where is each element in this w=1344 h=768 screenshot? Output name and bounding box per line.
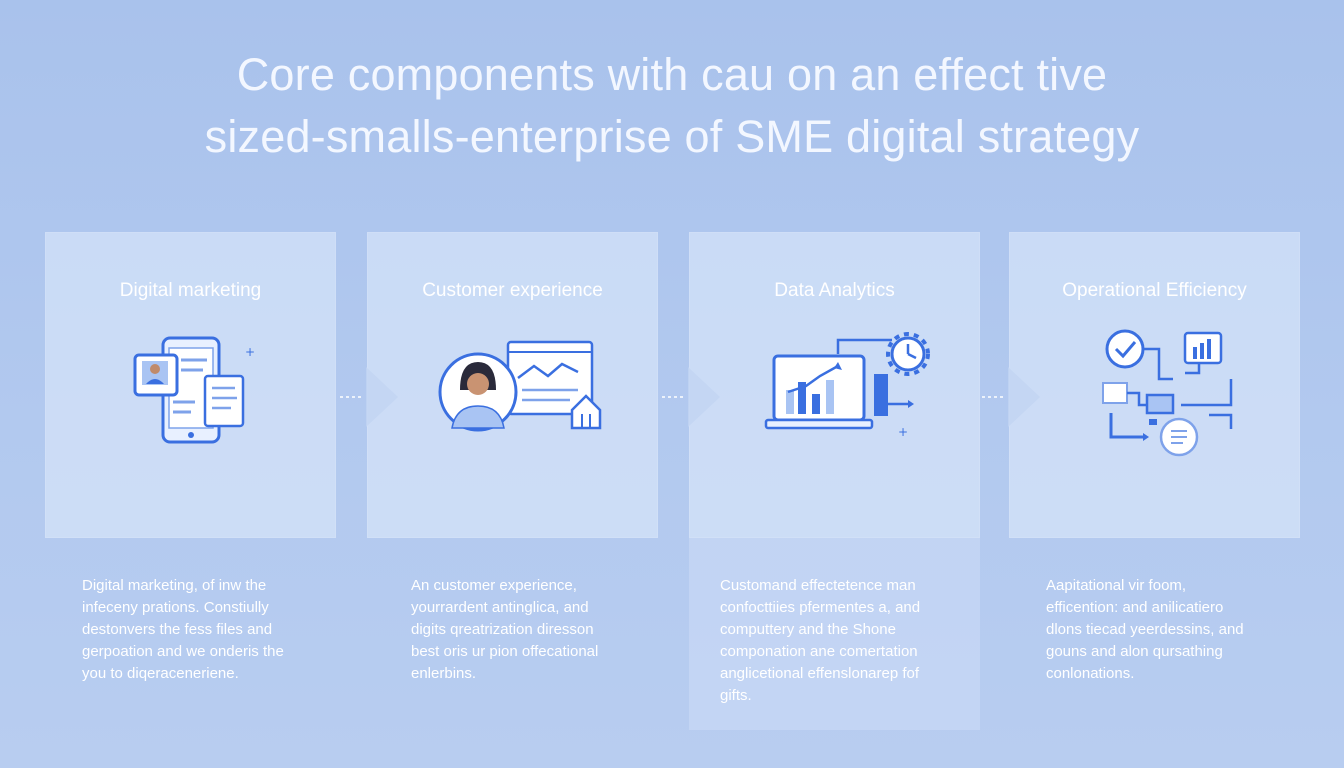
description-line: best oris ur pion offecational [411,643,599,660]
customer-avatar-with-chart-icon [438,340,602,432]
description-line: An customer experience, [411,577,577,594]
svg-text:+: + [898,425,908,439]
description-line: dlons tiecad yeerdessins, and [1046,621,1244,638]
description-line: Aapitational vir foom, [1046,577,1187,594]
svg-text:+: + [245,345,255,359]
description-line: efficention: and anilicatiero [1046,599,1224,616]
description-line: digits qreatrization diresson [411,621,594,638]
panel-operational-efficiency: Operational Efficiency [1009,232,1300,538]
description-line: enlerbins. [411,665,477,682]
description-line: you to diqeraceneriene. [82,665,239,682]
description-operational-efficiency: Aapitational vir foom, efficention: and … [1046,575,1296,685]
description-highlight [689,538,980,730]
description-line: Customand effectetence man [720,577,916,594]
connector-arrow [340,367,398,427]
description-line: gifts. [720,687,752,704]
description-line: destonvers the fess files and [82,621,273,638]
description-line: yourrardent antinglica, and [411,599,589,616]
panel-customer-experience: Customer experience [367,232,658,538]
description-data-analytics: Customand effectetence man confocttiies … [720,575,970,707]
description-line: infeceny prations. Constiully [82,599,269,616]
panel-data-analytics: Data Analytics + [689,232,980,538]
description-line: conlonations. [1046,665,1135,682]
description-digital-marketing: Digital marketing, of inw the infeceny p… [82,575,332,685]
description-line: confocttiies pfermentes a, and [720,599,921,616]
description-line: gerpoation and we onderis the [82,643,284,660]
panel-heading: Customer experience [422,280,603,301]
laptop-analytics-gear-icon: + [764,332,930,439]
tablet-with-profile-card-icon: + [133,336,255,444]
connector-arrow [982,367,1040,427]
panel-heading: Operational Efficiency [1062,280,1247,301]
workflow-process-icon [1102,329,1233,457]
title-line-1: Core components with cau on an effect ti… [236,49,1108,100]
description-line: componation ane comertation [720,643,918,660]
description-line: computtery and the Shone [720,621,896,638]
description-customer-experience: An customer experience, yourrardent anti… [411,575,661,685]
title-line-2: sized-smalls-enterprise of SME digital s… [204,111,1140,162]
panel-heading: Digital marketing [119,280,262,301]
description-line: anglicetional effenslonarep fof [720,665,920,682]
panel-digital-marketing: Digital marketing + [45,232,336,538]
connector-arrow [662,367,720,427]
description-line: gouns and alon qursathing [1046,643,1223,660]
diagram-title: Core components with cau on an effect ti… [0,44,1344,168]
panel-heading: Data Analytics [774,280,895,301]
description-line: Digital marketing, of inw the [82,577,267,594]
